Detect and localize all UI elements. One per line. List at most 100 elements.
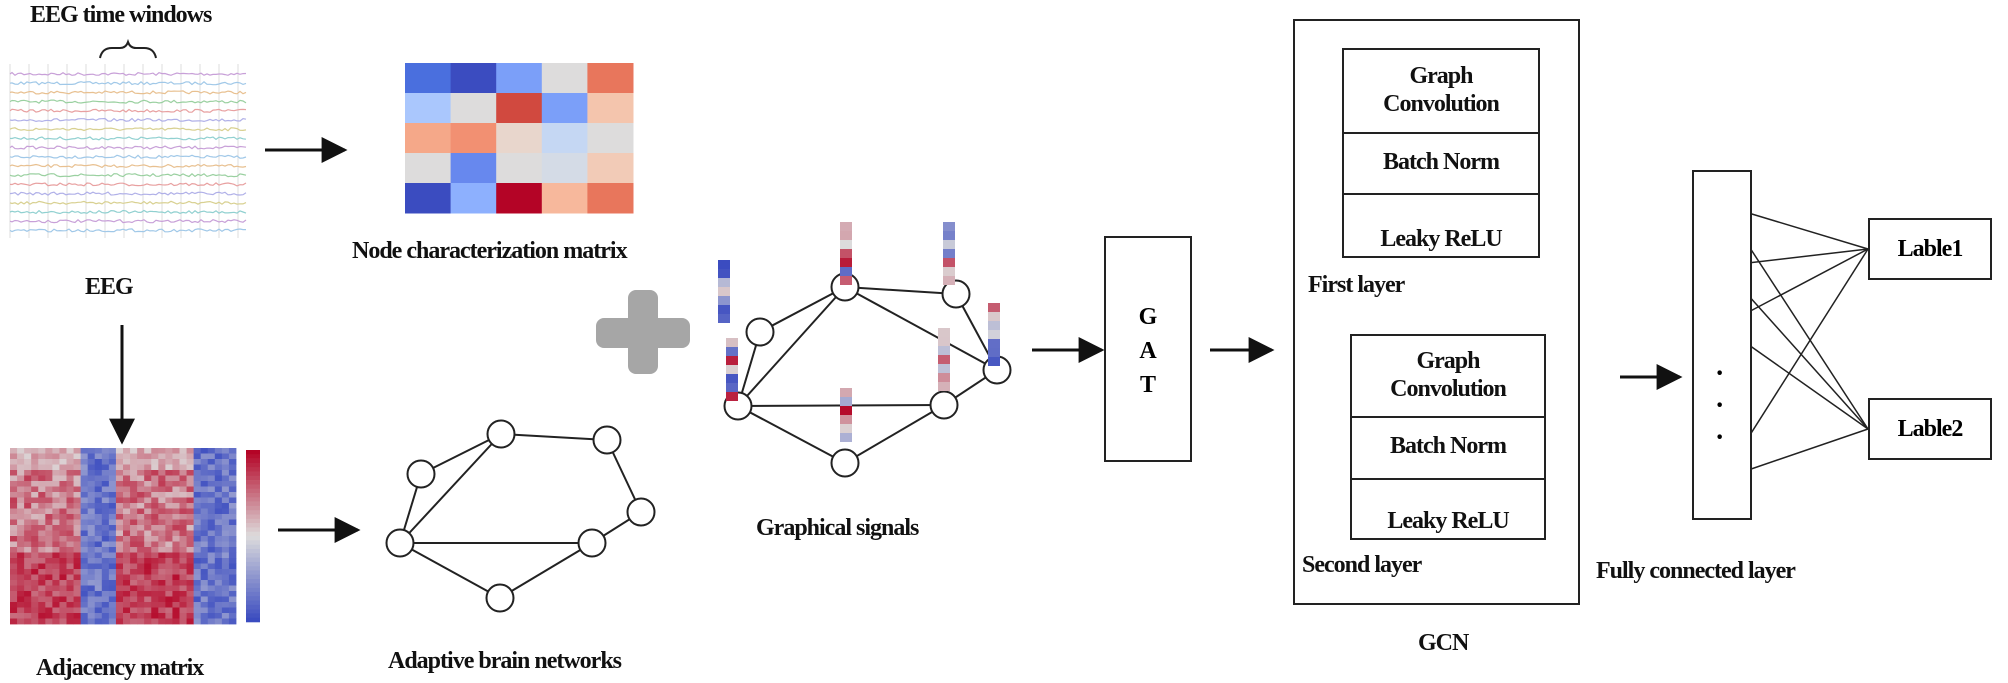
adjacency-cell bbox=[200, 580, 209, 586]
adjacency-cell bbox=[193, 591, 202, 597]
adjacency-cell bbox=[80, 596, 89, 603]
adjacency-cell bbox=[59, 519, 67, 526]
adjacency-cell bbox=[130, 607, 138, 614]
adjacency-cell bbox=[45, 569, 53, 575]
adjacency-cell bbox=[123, 536, 131, 542]
adjacency-cell bbox=[179, 602, 187, 608]
adjacency-cell bbox=[130, 514, 138, 520]
adjacency-cell bbox=[172, 508, 180, 515]
adjacency-cell bbox=[165, 453, 173, 460]
adjacency-cell bbox=[31, 481, 39, 487]
adjacency-cell bbox=[52, 596, 60, 603]
adjacency-cell bbox=[200, 607, 209, 614]
adjacency-cell bbox=[186, 607, 195, 614]
adjacency-cell bbox=[38, 547, 46, 553]
layer2-sep-2 bbox=[1352, 478, 1544, 480]
adjacency-cell bbox=[144, 486, 152, 493]
adjacency-cell bbox=[228, 558, 237, 564]
adjacency-cell bbox=[214, 607, 223, 614]
adjacency-cell bbox=[52, 448, 60, 454]
adjacency-cell bbox=[193, 552, 202, 559]
graph-convolution-1: Graph Convolution bbox=[1383, 63, 1500, 117]
adjacency-cell bbox=[45, 613, 53, 619]
adjacency-cell bbox=[38, 552, 46, 559]
adjacency-cell bbox=[137, 580, 145, 586]
adjacency-cell bbox=[24, 580, 32, 586]
adjacency-cell bbox=[108, 530, 117, 537]
adjacency-cell bbox=[179, 448, 187, 454]
adjacency-cell bbox=[214, 492, 223, 498]
adjacency-cell bbox=[59, 547, 67, 553]
adjacency-cell bbox=[10, 613, 18, 619]
adjacency-cell bbox=[115, 591, 124, 597]
adjacency-cell bbox=[10, 547, 18, 553]
adjacency-cell bbox=[10, 519, 18, 526]
adjacency-cell bbox=[207, 497, 216, 504]
node-matrix-cell bbox=[450, 153, 497, 184]
adjacency-cell bbox=[80, 618, 89, 625]
adjacency-cell bbox=[137, 459, 145, 465]
adjacency-cell bbox=[214, 602, 223, 608]
adjacency-cell bbox=[221, 607, 230, 614]
colorbar-step bbox=[246, 596, 260, 601]
adjacency-cell bbox=[193, 497, 202, 504]
colorbar-step bbox=[246, 609, 260, 614]
adjacency-cell bbox=[73, 569, 82, 575]
adjacency-cell bbox=[52, 541, 60, 548]
adjacency-cell bbox=[158, 497, 166, 504]
adjacency-cell bbox=[52, 459, 60, 465]
adjacency-cell bbox=[144, 536, 152, 542]
adjacency-cell bbox=[45, 525, 53, 531]
adjacency-cell bbox=[144, 481, 152, 487]
adjacency-cell bbox=[172, 497, 180, 504]
adjacency-cell bbox=[10, 563, 18, 570]
adjacency-cell bbox=[130, 470, 138, 476]
adjacency-cell bbox=[123, 574, 131, 581]
leaky-relu-2: Leaky ReLU bbox=[1387, 508, 1509, 535]
adjacency-cell bbox=[172, 514, 180, 520]
adjacency-cell bbox=[101, 492, 110, 498]
signal-bar-cell bbox=[938, 364, 950, 373]
adjacency-cell bbox=[200, 453, 209, 460]
adjacency-cell bbox=[101, 525, 110, 531]
adjacency-cell bbox=[172, 459, 180, 465]
adjacency-cell bbox=[193, 585, 202, 592]
adjacency-cell bbox=[228, 536, 237, 542]
adjacency-cell bbox=[200, 574, 209, 581]
adjacency-cell bbox=[38, 453, 46, 460]
adjacency-cell bbox=[193, 558, 202, 564]
adjacency-cell bbox=[24, 525, 32, 531]
adjacency-cell bbox=[87, 585, 96, 592]
adjacency-cell bbox=[186, 563, 195, 570]
adjacency-cell bbox=[207, 464, 216, 471]
signal-bar-cell bbox=[726, 347, 738, 356]
adjacency-cell bbox=[123, 591, 131, 597]
adjacency-cell bbox=[151, 464, 159, 471]
adjacency-cell bbox=[24, 596, 32, 603]
adjacency-cell bbox=[87, 602, 96, 608]
adjacency-cell bbox=[17, 503, 25, 509]
adjacency-cell bbox=[123, 503, 131, 509]
adjacency-cell bbox=[207, 508, 216, 515]
adjacency-cell bbox=[17, 525, 25, 531]
adjacency-cell bbox=[101, 569, 110, 575]
adjacency-cell bbox=[172, 547, 180, 553]
adjacency-cell bbox=[52, 563, 60, 570]
gcn-label: GCN bbox=[1418, 630, 1469, 656]
adjacency-cell bbox=[123, 448, 131, 454]
adjacency-cell bbox=[101, 563, 110, 570]
adjacency-cell bbox=[207, 547, 216, 553]
adjacency-cell bbox=[158, 569, 166, 575]
signal-bar-cell bbox=[840, 267, 852, 276]
adjacency-cell bbox=[158, 552, 166, 559]
adjacency-cell bbox=[101, 475, 110, 482]
adjacency-cell bbox=[144, 514, 152, 520]
brain-net-node bbox=[626, 497, 656, 527]
adjacency-cell bbox=[101, 530, 110, 537]
adjacency-cell bbox=[38, 574, 46, 581]
adjacency-cell bbox=[115, 530, 124, 537]
adjacency-cell bbox=[151, 525, 159, 531]
adjacency-cell bbox=[66, 514, 74, 520]
adjacency-cell bbox=[38, 558, 46, 564]
adjacency-cell bbox=[200, 596, 209, 603]
